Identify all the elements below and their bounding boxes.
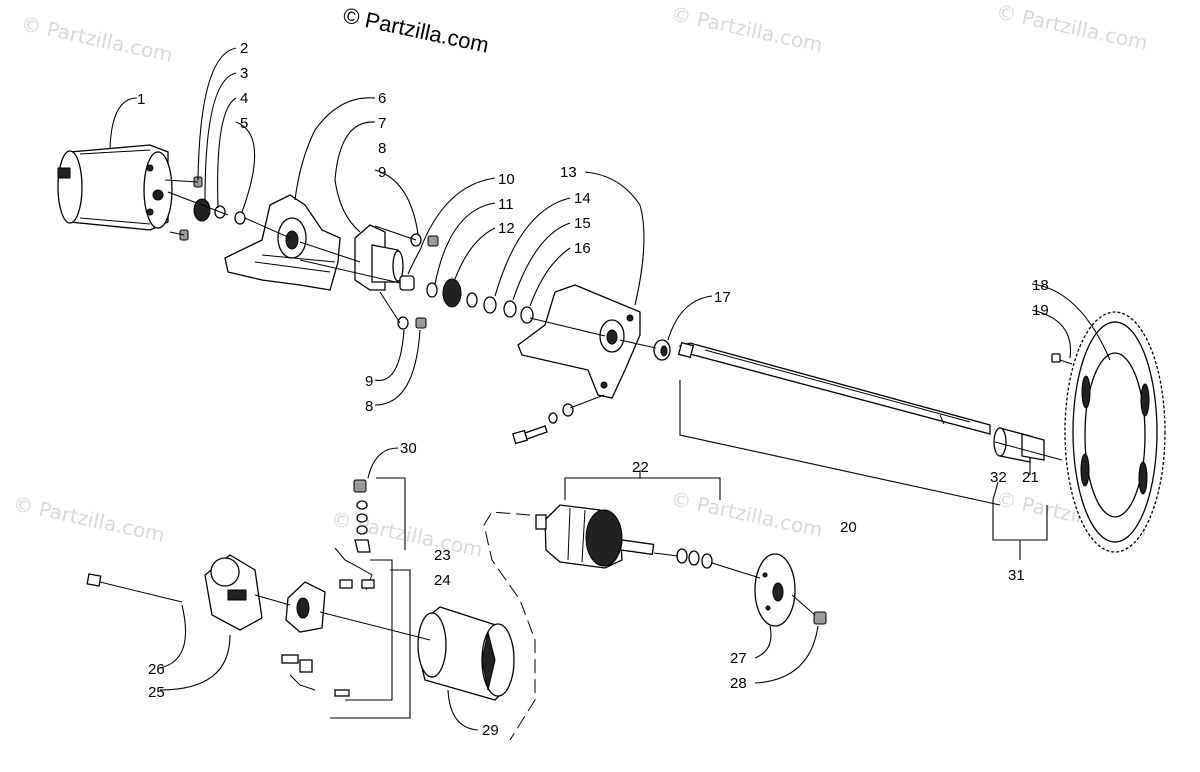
ring-gear-screw [1051, 353, 1061, 363]
callout-23: 23 [434, 547, 451, 564]
callout-16: 16 [574, 240, 591, 257]
callout-3: 3 [240, 65, 248, 82]
callout-25: 25 [148, 684, 165, 701]
callout-10: 10 [498, 171, 515, 188]
callout-24: 24 [434, 572, 451, 589]
callout-30: 30 [400, 440, 417, 457]
frame-bracket [517, 284, 641, 399]
callout-17: 17 [714, 289, 731, 306]
callout-18: 18 [1032, 277, 1049, 294]
leader-lines [109, 47, 1111, 741]
watermark: © Partzilla.com [19, 11, 175, 67]
end-cap [204, 554, 263, 631]
copyright-text: © Partzilla.com [341, 2, 491, 57]
brush-plate [285, 581, 326, 633]
drive-shaft [677, 341, 991, 435]
callout-6: 6 [378, 90, 386, 107]
callout-32: 32 [990, 469, 1007, 486]
callout-9: 9 [365, 373, 373, 390]
watermark: © Partzilla.com [669, 486, 825, 542]
drive-housing [354, 224, 404, 291]
callout-19: 19 [1032, 302, 1049, 319]
pinion-gear-set [164, 176, 246, 241]
brush-springs [281, 654, 350, 697]
through-bolt [86, 573, 183, 603]
callout-31: 31 [1008, 567, 1025, 584]
callout-8: 8 [378, 140, 386, 157]
callout-1: 1 [137, 91, 145, 108]
callout-15: 15 [574, 215, 591, 232]
callout-5: 5 [240, 115, 248, 132]
bracket-bolt [512, 394, 605, 445]
callout-14: 14 [574, 190, 591, 207]
bushing [653, 339, 671, 361]
drive-gear-stack [399, 275, 534, 324]
callout-20: 20 [840, 519, 857, 536]
callout-7: 7 [378, 115, 386, 132]
drive-end-plate [754, 553, 827, 627]
ring-gear [1064, 311, 1166, 553]
watermark: © Partzilla.com [669, 1, 825, 57]
callout-9: 9 [378, 164, 386, 181]
callout-28: 28 [730, 675, 747, 692]
callout-29: 29 [482, 722, 499, 739]
terminal-stack [334, 479, 375, 591]
watermark: © Partzilla.com [329, 506, 485, 562]
watermark: © Partzilla.com [994, 0, 1150, 55]
armature [535, 504, 655, 569]
callout-4: 4 [240, 90, 248, 107]
starter-motor [57, 144, 173, 231]
callout-12: 12 [498, 220, 515, 237]
callout-13: 13 [560, 164, 577, 181]
callout-11: 11 [498, 196, 514, 213]
yoke-housing [417, 606, 515, 701]
mount-bracket [224, 194, 341, 291]
pinion [993, 427, 1045, 463]
callout-8: 8 [365, 398, 373, 415]
callout-26: 26 [148, 661, 165, 678]
screw-washer-bottom [397, 316, 427, 330]
callout-22: 22 [632, 459, 649, 476]
callout-2: 2 [240, 40, 248, 57]
watermark: © Partzilla.com [11, 491, 167, 547]
callout-27: 27 [730, 650, 747, 667]
callout-labels: 1 2 3 4 5 6 7 8 9 9 8 10 11 12 13 14 15 … [137, 40, 1049, 739]
callout-21: 21 [1022, 469, 1039, 486]
armature-washers [676, 548, 713, 569]
